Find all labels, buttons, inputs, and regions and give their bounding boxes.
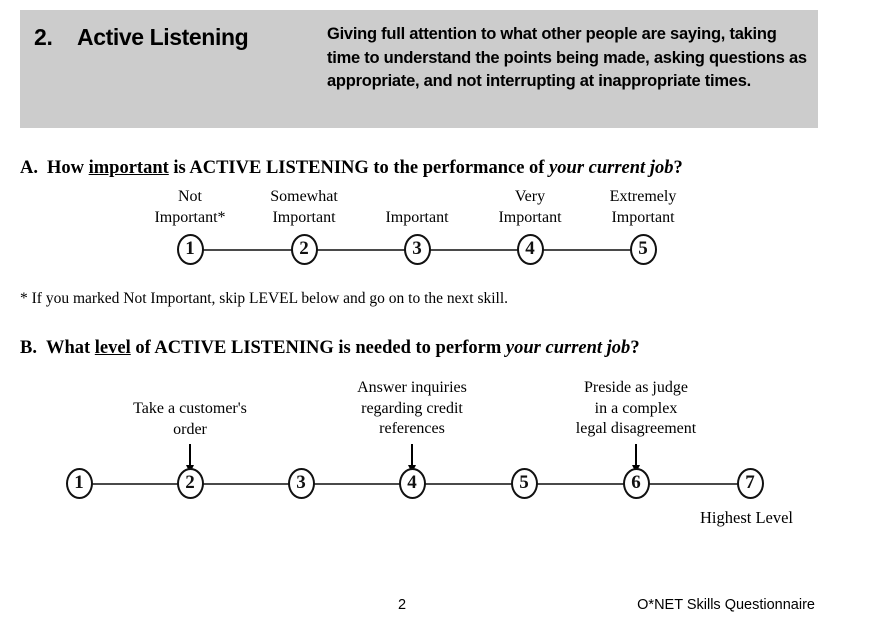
question-a-heading: A. How important is ACTIVE LISTENING to t…: [20, 158, 683, 179]
highest-level-label: Highest Level: [700, 508, 794, 527]
scale-option-4[interactable]: 4: [516, 233, 544, 265]
question-a-text-before: How: [47, 158, 89, 178]
skill-header-banner: 2. Active Listening Giving full attentio…: [20, 10, 818, 128]
question-a-italic-phrase: your current job: [549, 158, 674, 178]
question-a-letter: A.: [20, 158, 38, 178]
scale-option-2[interactable]: 2: [290, 233, 318, 265]
footer-document-name: O*NET Skills Questionnaire: [637, 597, 815, 613]
question-a-underlined-word: important: [88, 158, 169, 178]
scale-label-2: Somewhat Important: [270, 188, 338, 226]
level-anchor-arrow-4: [407, 444, 416, 473]
scale-label-4: Very Important: [498, 188, 562, 226]
skill-title: Active Listening: [77, 24, 249, 50]
level-option-7[interactable]: 7: [736, 467, 764, 499]
skill-number: 2.: [34, 24, 53, 50]
level-option-4[interactable]: 4: [398, 467, 426, 499]
level-option-3[interactable]: 3: [287, 467, 315, 499]
scale-label-3: Important: [385, 209, 449, 226]
importance-footnote: * If you marked Not Important, skip LEVE…: [20, 290, 509, 307]
level-anchor-text-6: Preside as judge in a complex legal disa…: [575, 379, 697, 437]
scale-option-5[interactable]: 5: [629, 233, 657, 265]
footer-page-number: 2: [398, 597, 407, 613]
skill-description: Giving full attention to what other peop…: [327, 25, 807, 90]
scale-label-5: Extremely Important: [609, 188, 677, 226]
level-anchor-arrow-6: [631, 444, 640, 473]
level-anchor-text-4: Answer inquiries regarding credit refere…: [357, 379, 467, 437]
level-option-5[interactable]: 5: [510, 467, 538, 499]
question-a-text-middle: is ACTIVE LISTENING to the performance o…: [168, 158, 550, 178]
scale-option-3[interactable]: 3: [403, 233, 431, 265]
question-b-underlined-word: level: [94, 338, 131, 358]
question-b-text-before: What: [45, 338, 95, 358]
level-anchor-text-2: Take a customer's order: [133, 400, 247, 438]
level-option-2[interactable]: 2: [176, 467, 204, 499]
question-b-text-after: ?: [630, 338, 640, 358]
question-a-text-after: ?: [673, 158, 683, 178]
level-option-6[interactable]: 6: [622, 467, 650, 499]
question-b-text-middle: of ACTIVE LISTENING is needed to perform: [130, 338, 506, 358]
question-b-letter: B.: [20, 338, 37, 358]
question-b-heading: B. What level of ACTIVE LISTENING is need…: [20, 338, 640, 359]
scale-label-1: Not Important*: [154, 188, 226, 226]
level-option-1[interactable]: 1: [65, 467, 93, 499]
scale-option-1[interactable]: 1: [176, 233, 204, 265]
question-b-italic-phrase: your current job: [505, 338, 631, 358]
level-anchor-arrow-2: [185, 444, 194, 473]
